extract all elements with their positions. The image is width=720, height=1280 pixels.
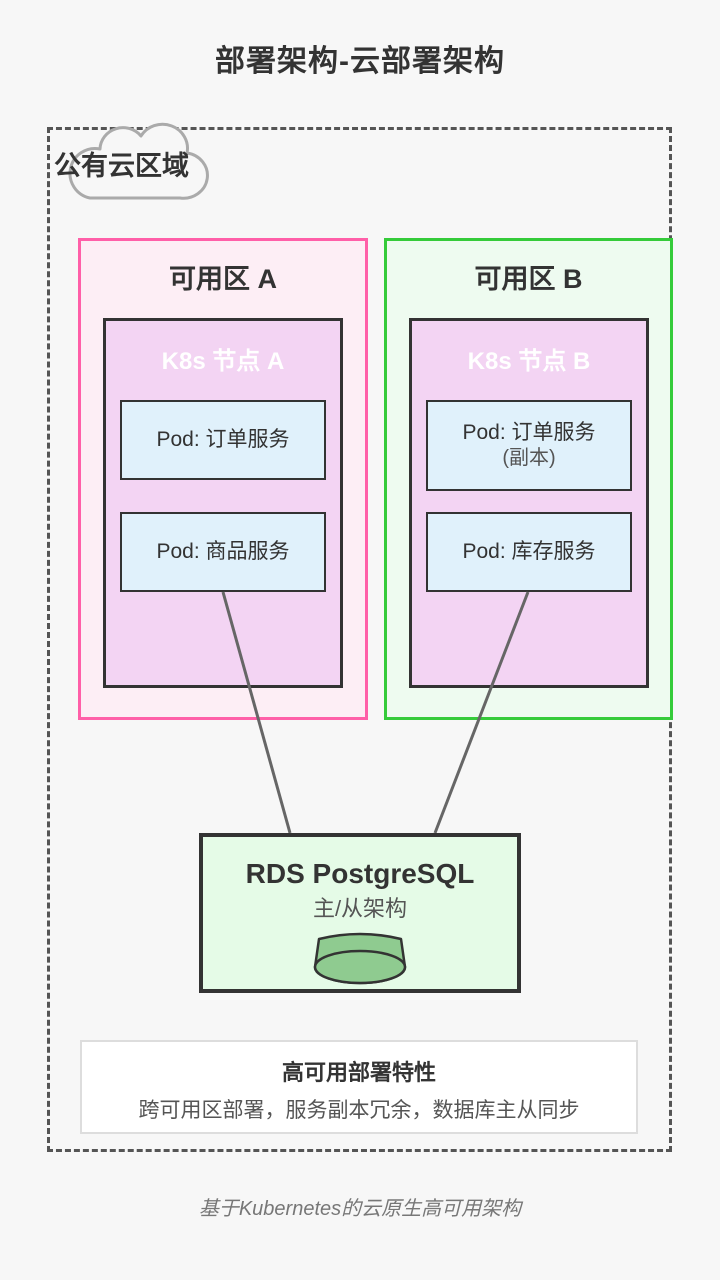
- availability-zone-a: 可用区 A K8s 节点 A Pod: 订单服务 Pod: 商品服务: [78, 238, 368, 720]
- availability-zone-b: 可用区 B K8s 节点 B Pod: 订单服务 (副本) Pod: 库存服务: [384, 238, 673, 720]
- pod-label: Pod: 订单服务: [462, 420, 596, 444]
- zone-b-title: 可用区 B: [474, 264, 583, 294]
- pod-label: Pod: 商品服务: [156, 539, 290, 563]
- zone-a-title: 可用区 A: [169, 264, 277, 294]
- k8s-node-b-title: K8s 节点 B: [467, 348, 591, 375]
- k8s-node-b: K8s 节点 B Pod: 订单服务 (副本) Pod: 库存服务: [409, 318, 649, 688]
- features-info-box: 高可用部署特性 跨可用区部署，服务副本冗余，数据库主从同步: [80, 1040, 638, 1134]
- pod-label: Pod: 库存服务: [462, 539, 596, 563]
- page-title: 部署架构-云部署架构: [215, 45, 505, 78]
- database-cylinder-icon: [313, 932, 407, 985]
- pod-sublabel: (副本): [502, 447, 556, 470]
- k8s-node-a-title: K8s 节点 A: [161, 348, 285, 375]
- pod-inventory-service: Pod: 库存服务: [426, 512, 632, 592]
- rds-database-node: RDS PostgreSQL 主/从架构: [199, 833, 521, 993]
- pod-order-service-a: Pod: 订单服务: [120, 400, 326, 480]
- pod-product-service: Pod: 商品服务: [120, 512, 326, 592]
- features-description: 跨可用区部署，服务副本冗余，数据库主从同步: [138, 1099, 580, 1122]
- cloud-icon: [68, 122, 209, 200]
- pod-label: Pod: 订单服务: [156, 427, 290, 451]
- footer-caption: 基于Kubernetes的云原生高可用架构: [198, 1198, 522, 1220]
- rds-title: RDS PostgreSQL: [245, 858, 475, 889]
- public-cloud-region-label: 公有云区域: [54, 151, 189, 181]
- k8s-node-a: K8s 节点 A Pod: 订单服务 Pod: 商品服务: [103, 318, 343, 688]
- features-title: 高可用部署特性: [281, 1060, 436, 1085]
- pod-order-service-replica: Pod: 订单服务 (副本): [426, 400, 632, 491]
- rds-subtitle: 主/从架构: [312, 896, 408, 921]
